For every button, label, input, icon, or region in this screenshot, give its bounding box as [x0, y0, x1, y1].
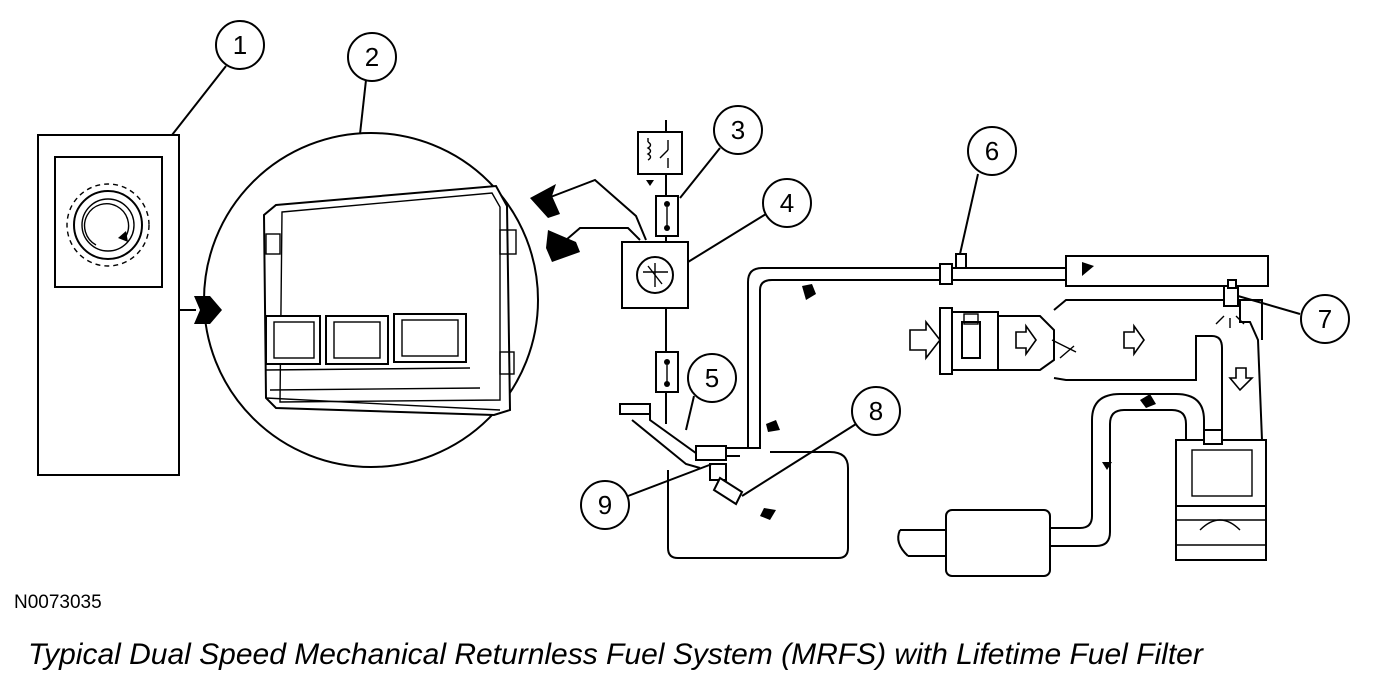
callout-8: 8: [741, 386, 901, 497]
callout-3: 3: [679, 105, 763, 199]
diagram-caption: Typical Dual Speed Mechanical Returnless…: [28, 638, 1203, 671]
callout-4: 4: [687, 178, 812, 263]
callout-label-1: 1: [233, 30, 247, 60]
callout-2: 2: [347, 32, 397, 135]
callout-7: 7: [1237, 294, 1350, 344]
pump-wiring: [655, 308, 679, 424]
callout-label-9: 9: [598, 490, 612, 520]
callout-label-6: 6: [985, 136, 999, 166]
callout-label-3: 3: [731, 115, 745, 145]
callout-label-2: 2: [365, 42, 379, 72]
callout-9: 9: [580, 463, 713, 530]
callout-label-7: 7: [1318, 304, 1332, 334]
signal-arrow-cluster-to-pcm: [179, 296, 222, 324]
fuel-pump-driver-module: [621, 236, 689, 309]
exhaust-assembly: [897, 393, 1267, 577]
engine-intake: [909, 279, 1263, 441]
fuel-supply-line: [726, 253, 1269, 449]
diagram-code: N0073035: [14, 592, 102, 613]
callout-label-4: 4: [780, 188, 794, 218]
callout-6: 6: [959, 126, 1017, 255]
callout-label-8: 8: [869, 396, 883, 426]
signal-arrows-pcm-fpdm: [530, 178, 647, 262]
fuel-pump-relay: [637, 120, 683, 237]
callout-5: 5: [685, 353, 737, 431]
callout-label-5: 5: [705, 363, 719, 393]
fuel-tank: [619, 403, 849, 559]
callout-1: 1: [171, 20, 265, 136]
pcm-module: [203, 132, 539, 468]
instrument-cluster: [37, 134, 180, 476]
